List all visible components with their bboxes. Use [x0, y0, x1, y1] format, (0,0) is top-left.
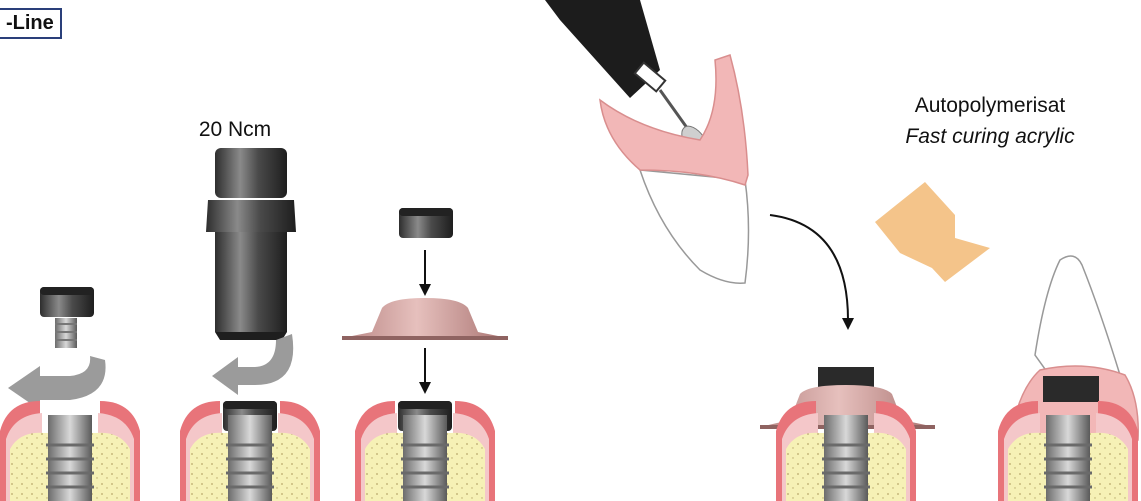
- step2-torque-driver: [180, 148, 320, 501]
- rotation-arrow-icon: [8, 356, 106, 410]
- curved-arrow-icon: [770, 215, 848, 320]
- step5-final-crown: [998, 256, 1138, 501]
- rotation-arrow-icon: [212, 334, 293, 395]
- step1-healing-cap: [0, 287, 140, 501]
- step4-abutment-on-site: [760, 367, 935, 501]
- step3-abutment: [342, 208, 508, 501]
- acrylic-sachet-icon: [875, 182, 990, 282]
